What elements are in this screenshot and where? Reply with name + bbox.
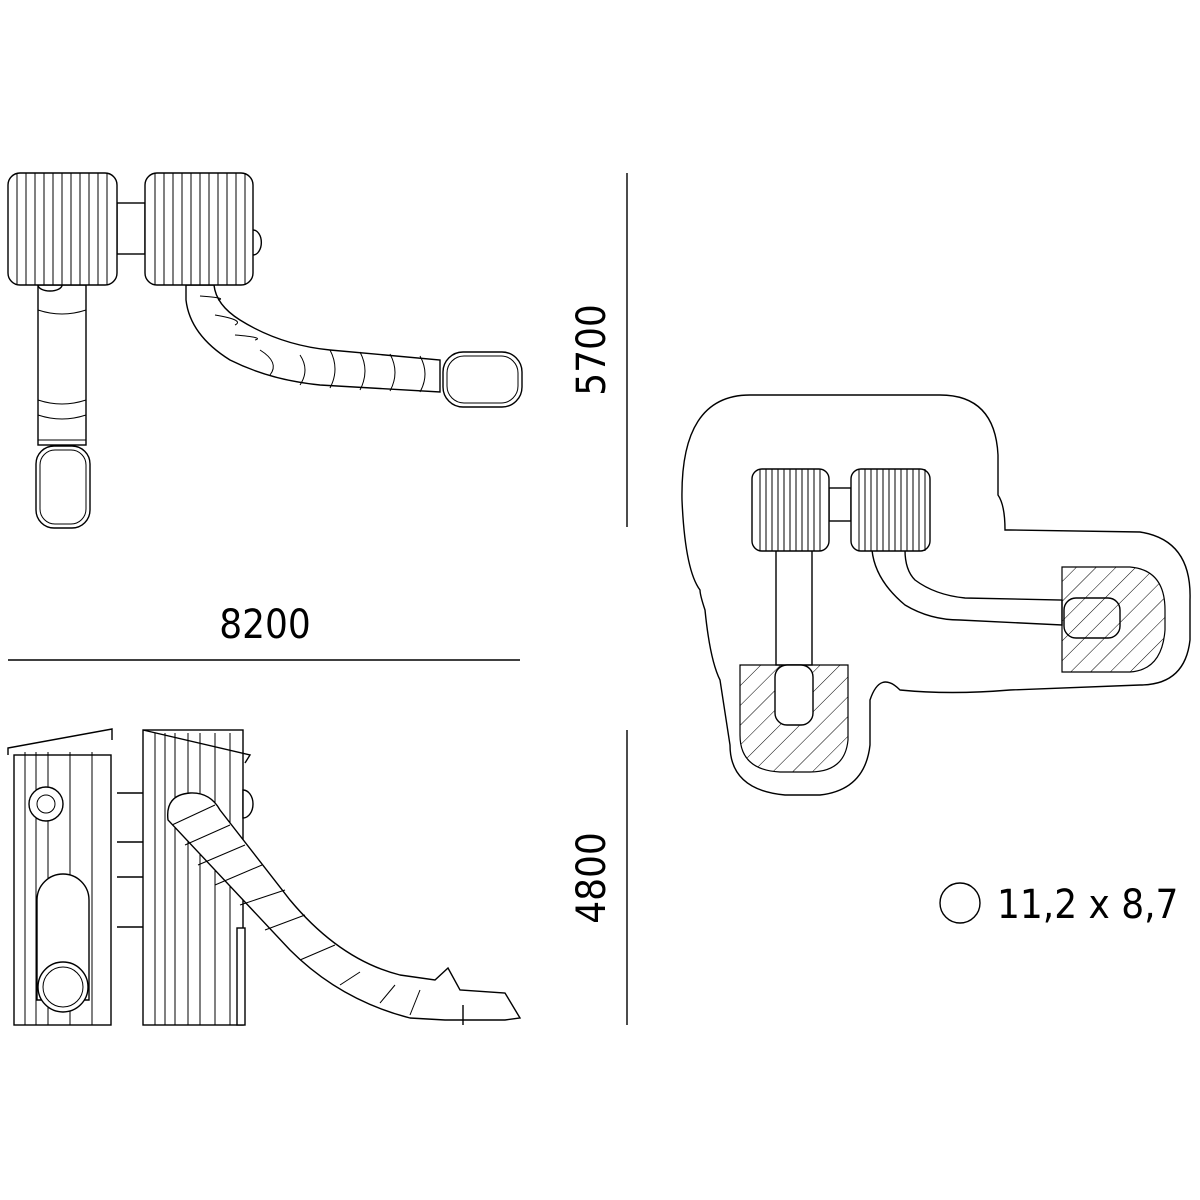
telescope-icon [252,229,263,256]
side-elevation [7,728,522,1026]
slide-exit-top [442,351,523,408]
safety-area-plan [681,394,1191,796]
safety-area-icon [939,882,981,924]
spiral-slide-top [185,284,441,393]
top-view [7,172,523,529]
impact-area-slide [1061,566,1166,673]
tower-right-plan [850,468,931,552]
width-dimension: 8200 [219,602,311,648]
steering-wheel-icon [28,786,64,822]
tube-exit-side [37,961,89,1013]
bridge [116,202,146,255]
tube-slide-top [37,284,87,446]
spiral-slide-side [166,792,522,1021]
depth-dimension: 5700 [569,304,615,396]
safety-area-size: 11,2 x 8,7 [997,882,1178,928]
tower-right-top [144,172,254,286]
safety-zone-outline [681,394,1191,796]
height-dimension: 4800 [569,832,615,924]
steering-wheel-icon [37,284,63,292]
tube-exit-top [35,445,91,529]
telescope-icon [242,789,254,819]
